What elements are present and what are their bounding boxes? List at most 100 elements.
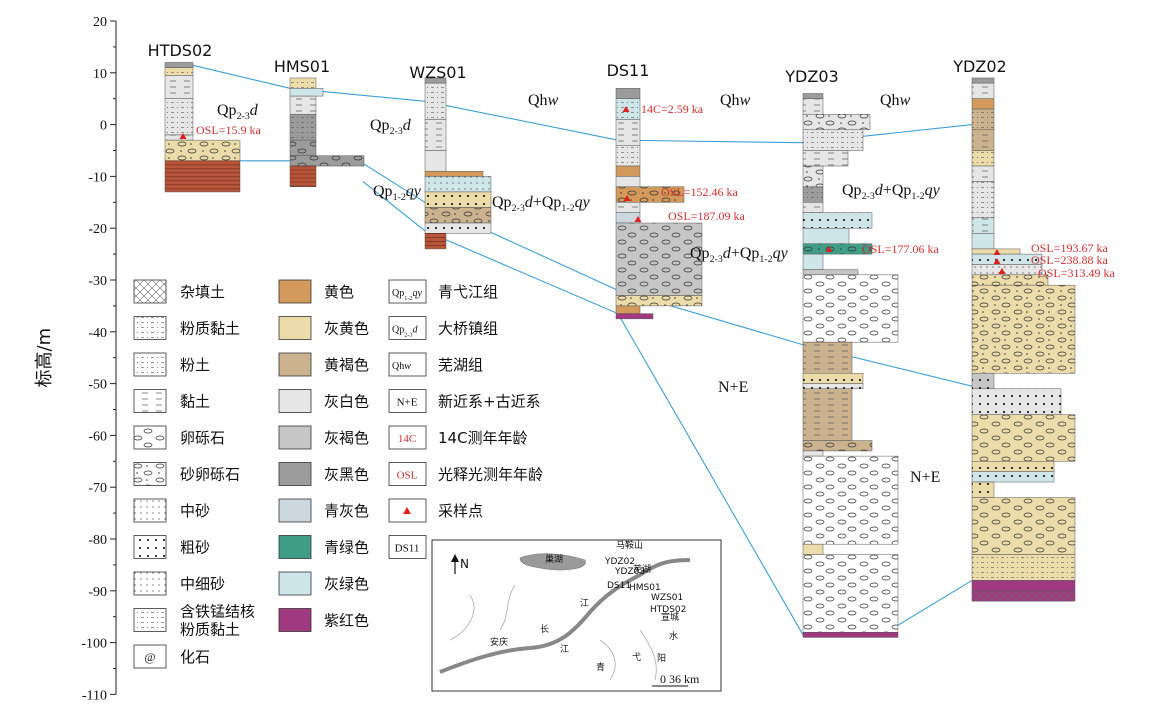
legend-label: 粗砂 [180, 539, 210, 557]
formation-prefix: Qp [392, 325, 404, 336]
stratum-pattern [803, 150, 848, 167]
stratum-layer [424, 150, 447, 172]
formation-prefix: Qp [373, 183, 393, 200]
formation-joiner: N+E [910, 469, 940, 486]
stratum-pattern [425, 83, 446, 120]
legend-label: 粉质黏土 [180, 621, 240, 639]
stratum-pattern [616, 202, 640, 213]
legend-formation-symbol: N+E [397, 397, 418, 409]
legend-pattern-coarse-sand [134, 535, 166, 559]
stratum-layer [164, 62, 194, 68]
formation-prefix: Qh [392, 361, 404, 372]
stratum-layer [164, 160, 241, 193]
formation-label-mixed_1: Qp2-3d+Qp1-2qy [492, 194, 591, 214]
formation-suffix: qy [773, 245, 789, 262]
map-label: WZS01 [651, 593, 683, 603]
stratum-pattern [803, 166, 823, 187]
y-tick-label: -40 [88, 326, 107, 341]
formation-subscript: 2-3 [512, 203, 525, 214]
stratum-pattern [290, 114, 316, 141]
legend-label: 黏土 [180, 393, 210, 411]
age-label-ydz02_osl2: OSL=238.88 ka [1031, 253, 1108, 267]
legend-label: 粉质黏土 [180, 320, 240, 338]
formation-prefix: Qp [492, 194, 512, 211]
formation-label-ne_2: N+E [910, 469, 940, 486]
stratum-pattern [165, 140, 240, 161]
formation-subscript: 1-2 [911, 191, 924, 202]
map-label: 江 [580, 598, 589, 609]
formation-suffix: qy [406, 183, 422, 200]
stratum-pattern [972, 150, 994, 167]
tributary-rivers [449, 584, 657, 681]
stratum-pattern [972, 414, 1075, 462]
formation-suffix: d [412, 325, 418, 336]
legend-formation-box [388, 462, 427, 486]
formation-subscript: 2-3 [237, 111, 250, 122]
stratum-pattern [972, 109, 994, 130]
formation-prefix: Qp [542, 194, 562, 211]
stratum-layer [971, 580, 1076, 592]
formation-label-qp23d_1: Qp2-3d [217, 102, 259, 122]
stratum-pattern [803, 554, 898, 633]
legend-color-label: 灰黄色 [324, 320, 369, 338]
legend-sample-marker [403, 507, 411, 514]
legend-formation-label: 大桥镇组 [438, 320, 498, 338]
legend-formation-box [388, 535, 427, 559]
legend-color-swatch [278, 389, 312, 413]
legend-color-swatch [278, 608, 312, 632]
fossil-icon: @ [144, 650, 155, 664]
stratum-pattern [616, 119, 640, 146]
formation-joiner: + [883, 182, 892, 199]
formation-joiner: + [731, 245, 740, 262]
stratum-pattern [972, 217, 994, 234]
legend-color-swatch [278, 425, 312, 450]
stratum-pattern [972, 590, 1075, 602]
stratum-pattern [290, 77, 316, 89]
legend-color-swatch [278, 571, 312, 596]
map-label: 弋 [632, 651, 641, 663]
stratum-layer [424, 170, 484, 177]
sample-marker [993, 249, 1001, 255]
stratum-pattern [425, 191, 491, 208]
sample-marker [622, 106, 630, 112]
stratum-pattern [616, 295, 702, 306]
formation-prefix: Qh [880, 92, 900, 109]
legend-formation-box [388, 316, 427, 340]
correlation-line [362, 181, 426, 232]
borehole-label-YDZ03: YDZ03 [784, 67, 838, 86]
formation-subscript: 2-3 [862, 191, 875, 202]
legend-pattern-fine-sand [134, 572, 166, 595]
stratum-layer [289, 165, 317, 188]
formation-prefix: Qp [392, 288, 404, 299]
legend-color-label: 灰黑色 [324, 466, 369, 484]
y-tick-label: -90 [88, 585, 107, 600]
formation-suffix: qy [925, 182, 941, 199]
stratum-pattern [972, 264, 1042, 275]
y-tick-label: -50 [88, 378, 107, 393]
legend-label: 杂填土 [180, 283, 225, 301]
stratum-layer [615, 165, 641, 177]
stratum-pattern [803, 243, 872, 255]
formation-suffix: w [740, 92, 751, 109]
stratum-pattern [616, 223, 702, 296]
map-label: 巢湖 [545, 553, 563, 565]
formation-prefix: Qh [720, 92, 740, 109]
legend-color-label: 青绿色 [324, 539, 369, 557]
legend-pattern-pebble [134, 426, 166, 449]
stratum-pattern [972, 497, 1075, 555]
formation-joiner: N+E [718, 379, 748, 396]
legend-label: 中砂 [180, 502, 210, 520]
stratum-pattern [616, 145, 640, 167]
north-label: N [460, 557, 469, 571]
legend-label: 化石 [180, 648, 210, 666]
legend-formation-symbol: 14C [398, 433, 416, 445]
legend-color-swatch [278, 535, 312, 559]
north-arrow-head-icon [451, 554, 459, 562]
stratum-layer [971, 233, 995, 250]
formation-prefix: Qp [892, 182, 912, 199]
stratum-pattern [972, 388, 1061, 415]
stratum-pattern [972, 285, 1075, 374]
map-label: 江 [560, 644, 569, 655]
stratum-pattern [616, 186, 684, 203]
formation-suffix: d [403, 117, 412, 134]
